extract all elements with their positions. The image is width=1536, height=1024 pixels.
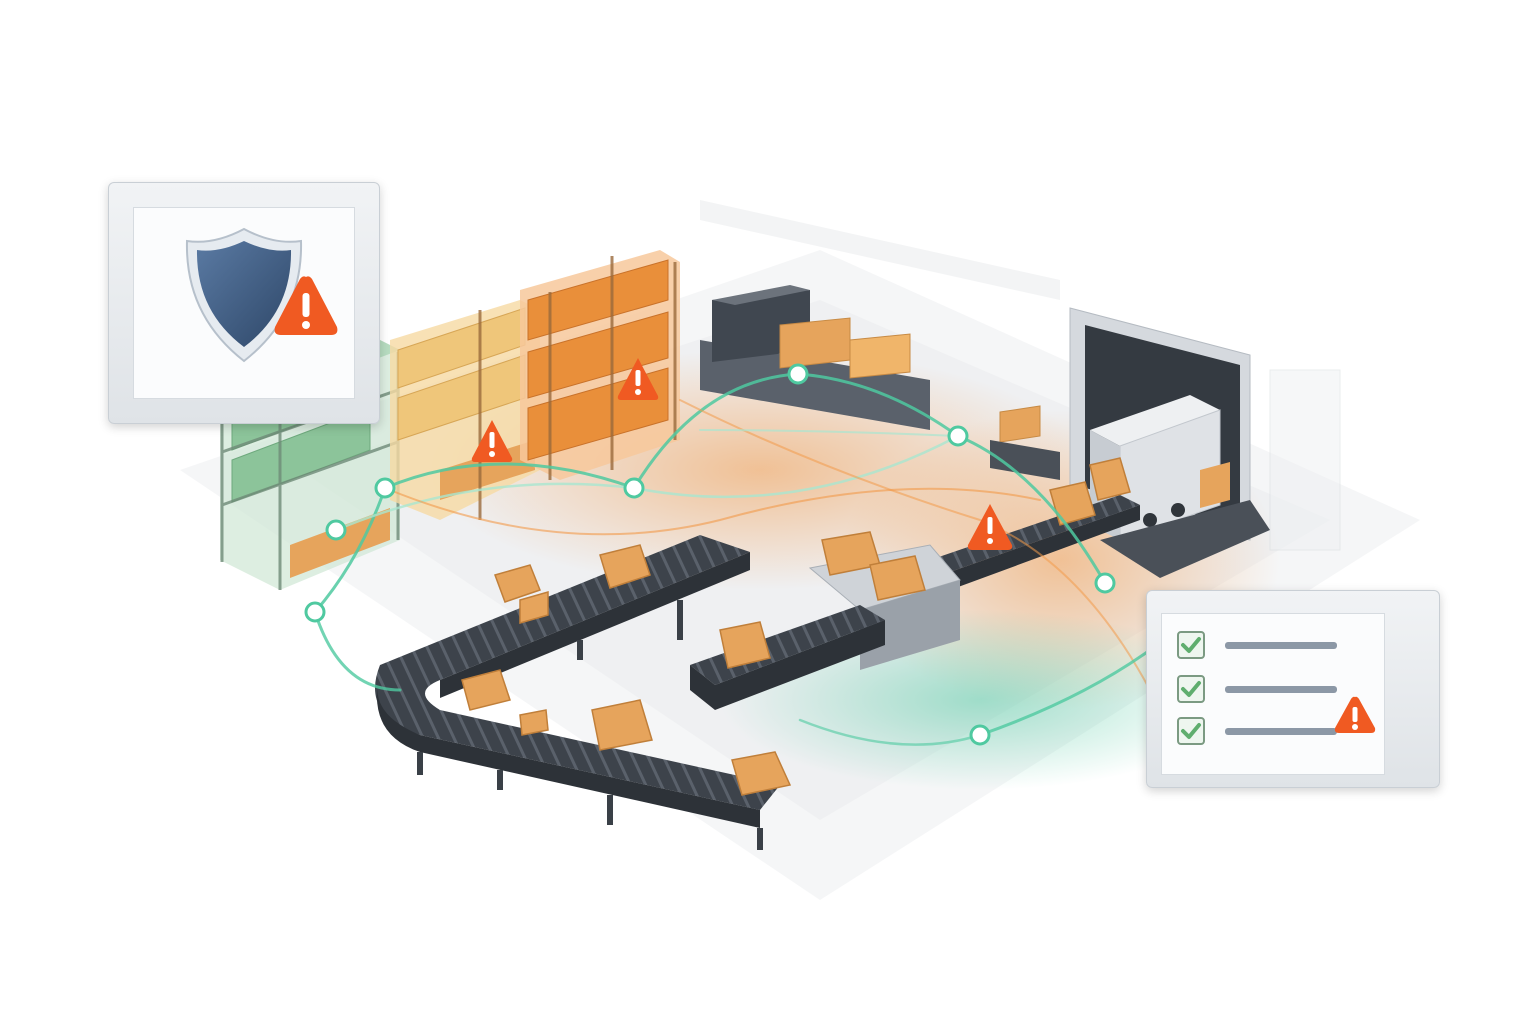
conveyor-system <box>375 495 1140 850</box>
network-node-icon <box>374 477 396 499</box>
checklist-line <box>1225 686 1337 693</box>
checklist-row <box>1177 717 1337 747</box>
network-node-icon <box>325 519 347 541</box>
storage-platform <box>700 285 1060 480</box>
security-alert-panel <box>108 182 380 424</box>
checklist-row <box>1177 675 1337 705</box>
network-node-icon <box>947 425 969 447</box>
warning-triangle-icon <box>274 276 338 335</box>
warning-triangle-icon <box>471 420 513 462</box>
network-node-icon <box>623 477 645 499</box>
network-node-icon <box>1094 572 1116 594</box>
network-node-icon <box>304 601 326 623</box>
network-nodes <box>304 363 1116 746</box>
warning-triangle-icon <box>617 358 659 400</box>
check-icon <box>1177 675 1205 703</box>
warning-triangle-icon <box>1334 696 1376 733</box>
checklist-row <box>1177 631 1337 661</box>
warning-triangle-icon <box>967 504 1013 550</box>
checklist-panel <box>1146 590 1440 788</box>
network-node-icon <box>969 724 991 746</box>
checklist-line <box>1225 728 1337 735</box>
shield-icon <box>185 227 303 363</box>
network-node-icon <box>787 363 809 385</box>
floor-alerts <box>471 358 1013 550</box>
checklist-line <box>1225 642 1337 649</box>
back-wall <box>700 200 1341 551</box>
check-icon <box>1177 631 1205 659</box>
check-icon <box>1177 717 1205 745</box>
